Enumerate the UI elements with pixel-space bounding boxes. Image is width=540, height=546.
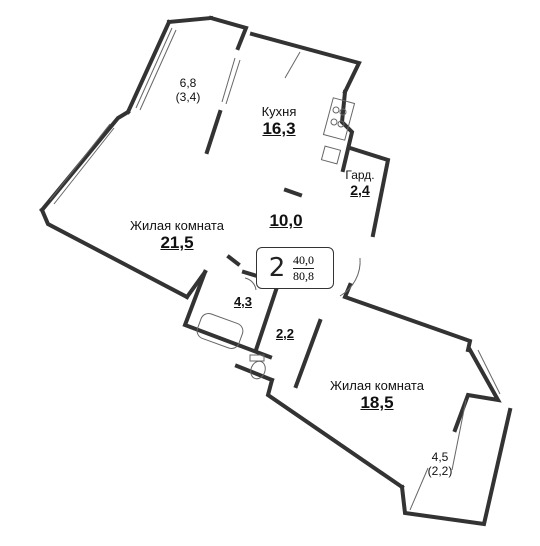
bathroom-walls [182, 269, 273, 360]
living-1-walls [39, 109, 131, 213]
balcony-kitchen-area: 6,8 [179, 76, 197, 90]
kitchen-name: Кухня [261, 104, 297, 119]
living-2-walls [265, 377, 405, 490]
total-area-value: 80,8 [293, 268, 314, 283]
kitchen-walls [249, 31, 362, 95]
balcony-living-sub: (2,2) [427, 464, 453, 478]
area-fraction: 40,0 80,8 [293, 253, 314, 284]
wardrobe-area: 2,4 [350, 182, 370, 198]
living-area-value: 40,0 [293, 252, 314, 269]
fixtures [49, 27, 501, 511]
hall-walls [342, 282, 473, 353]
wardrobe-label: Гард. 2,4 [340, 168, 380, 198]
toilet-area: 2,2 [275, 326, 295, 341]
toilet-bowl [250, 360, 266, 380]
kitchen-label: Кухня 16,3 [244, 104, 314, 139]
walls [39, 15, 513, 527]
balcony-kitchen-label: 6,8 (3,4) [166, 76, 210, 104]
sink [320, 145, 342, 165]
stove [322, 97, 356, 141]
living-1-label: Жилая комната 21,5 [112, 218, 242, 253]
living-2-area: 18,5 [360, 393, 394, 412]
bathroom-area: 4,3 [233, 294, 253, 309]
balcony-living-walls [399, 407, 513, 527]
living-1-area: 21,5 [160, 233, 194, 252]
hall-area: 10,0 [269, 211, 303, 230]
living-1-name: Жилая комната [130, 218, 224, 233]
balcony-kitchen-walls [208, 15, 249, 51]
wardrobe-name: Гард. [345, 168, 375, 182]
summary-badge: 2 40,0 80,8 [256, 247, 334, 289]
balcony-living-label: 4,5 (2,2) [418, 450, 462, 478]
balcony-kitchen-sub: (3,4) [175, 90, 201, 104]
living-2-label: Жилая комната 18,5 [312, 378, 442, 413]
bathtub [196, 313, 244, 349]
living-2-name: Жилая комната [330, 378, 424, 393]
rooms-count: 2 [268, 253, 286, 283]
kitchen-area: 16,3 [262, 119, 296, 138]
balcony-living-area: 4,5 [431, 450, 449, 464]
wardrobe-walls [347, 145, 391, 238]
